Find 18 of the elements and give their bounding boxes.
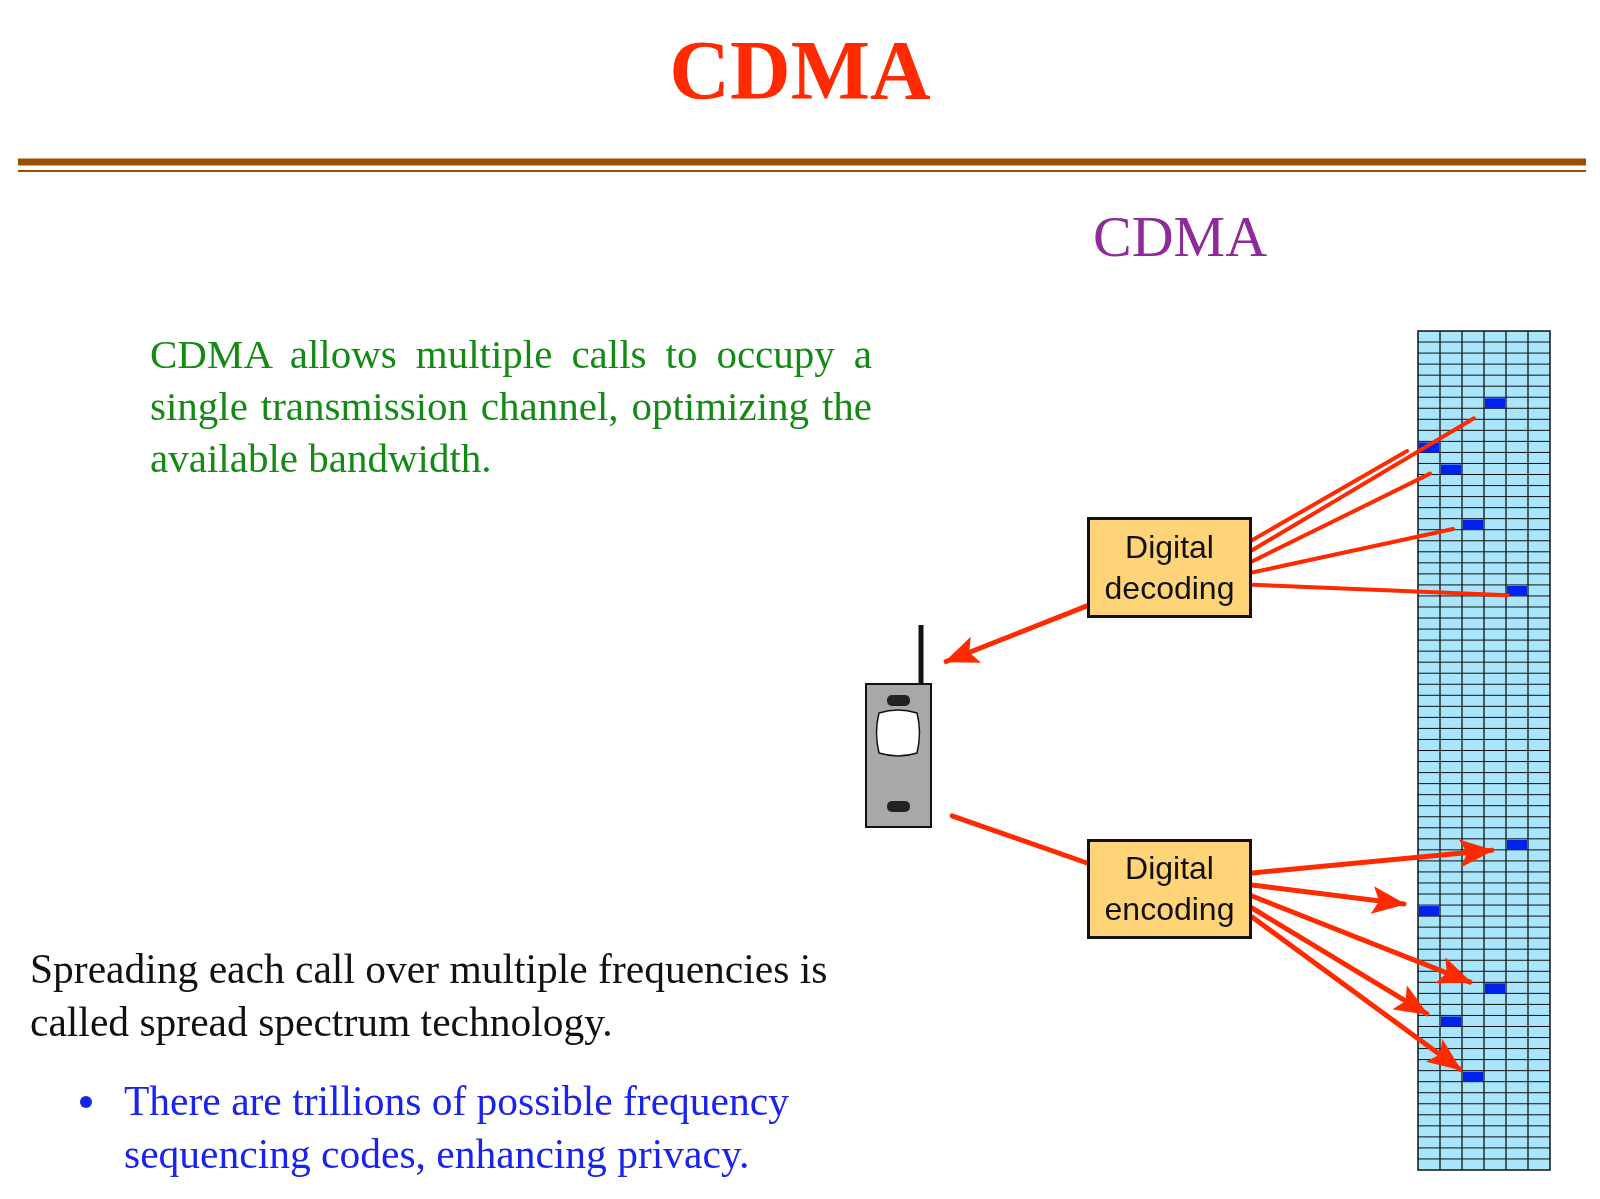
arrow [1249, 905, 1430, 1017]
arrow [1249, 882, 1407, 914]
arrow [1249, 839, 1495, 876]
connector-line [1250, 449, 1410, 543]
arrow [943, 603, 1090, 665]
arrow [1249, 914, 1463, 1072]
arrow [1249, 893, 1473, 985]
body-text: Spreading each call over multiple frequencies is called spread spectrum technology. [30, 945, 829, 1047]
connector-line [1250, 527, 1455, 575]
slide-title: CDMA [668, 23, 932, 119]
connector-line [1250, 471, 1432, 564]
process-box: Digital encoding [1087, 839, 1252, 939]
connector-line [949, 813, 1090, 866]
process-box: Digital decoding [1087, 517, 1252, 618]
bullet-text: There are trillions of possible frequency sequencing codes, enhancing privacy. [124, 1077, 790, 1179]
description-text: CDMA allows multiple calls to occupy a single transmission channel, optimizing the available bandwidth. [150, 330, 872, 484]
subtitle: CDMA [1092, 203, 1268, 271]
connector-line [1250, 582, 1510, 598]
